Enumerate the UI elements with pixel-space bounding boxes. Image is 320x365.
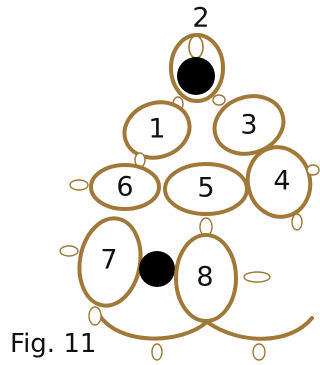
picot-ring-4-bottom bbox=[291, 213, 303, 231]
picot-ring-7-left bbox=[59, 245, 79, 257]
ring-6-label: 6 bbox=[116, 172, 133, 203]
ring-1 bbox=[122, 100, 192, 160]
picot-chain-bottom-2 bbox=[252, 343, 266, 361]
picot-ring-8-right bbox=[243, 271, 271, 283]
bead-top bbox=[177, 57, 215, 95]
ring-3 bbox=[212, 94, 286, 156]
ring-2-label: 2 bbox=[192, 3, 209, 34]
bead-middle bbox=[139, 251, 175, 287]
picot-chain-left bbox=[88, 306, 102, 326]
ring-5 bbox=[163, 162, 249, 216]
figure-caption: Fig. 11 bbox=[10, 329, 96, 359]
picot-chain-bottom-1 bbox=[151, 343, 163, 361]
picot-join-2-3 bbox=[212, 94, 226, 106]
ring-7-label: 7 bbox=[100, 245, 117, 276]
ring-4-label: 4 bbox=[273, 166, 290, 197]
picot-ring-6-left bbox=[69, 179, 89, 191]
ring-6 bbox=[89, 163, 161, 211]
ring-1-label: 1 bbox=[148, 114, 165, 145]
ring-5-label: 5 bbox=[197, 173, 214, 204]
picot-ring-4-right bbox=[306, 164, 320, 176]
ring-8-label: 8 bbox=[196, 262, 213, 293]
ring-3-label: 3 bbox=[240, 110, 257, 141]
ring-8 bbox=[174, 233, 238, 323]
